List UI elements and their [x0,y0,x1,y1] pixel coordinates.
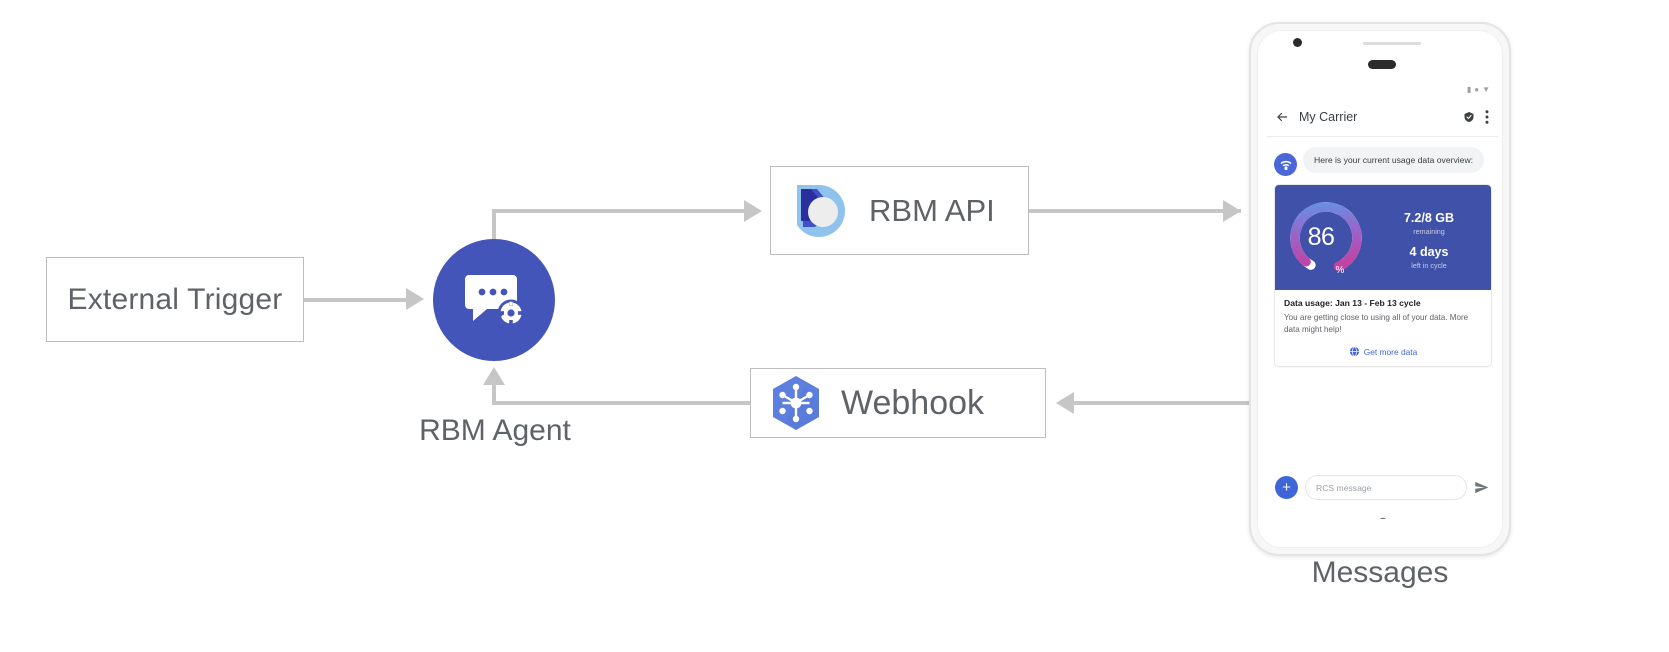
verified-shield-icon [1463,111,1475,123]
android-nav-bar [1266,508,1498,519]
stat-sub-1: left in cycle [1411,260,1447,270]
signal-icon: ▮ [1466,85,1472,94]
globe-icon [1349,347,1359,357]
rcs-message-input[interactable]: RCS message [1305,475,1467,500]
rich-card-stats: 7.2/8 GB remaining 4 days left in cycle [1377,206,1481,270]
rbm-api-label: RBM API [869,192,995,228]
send-icon[interactable] [1474,480,1489,495]
arrowhead-agent-to-rbmapi [744,200,762,222]
connector-agent-to-rbmapi [492,209,744,213]
battery-icon: ▼ [1482,85,1490,94]
phone-caption: Messages [1311,556,1449,589]
wifi-icon: ● [1474,85,1480,94]
rbm-api-node[interactable]: RBM API [770,166,1029,255]
carrier-wifi-avatar-icon [1274,153,1297,176]
webhook-label: Webhook [841,383,985,422]
stat-main-0: 7.2/8 GB [1403,210,1455,225]
nav-recents-icon[interactable] [1439,514,1447,519]
back-arrow-icon[interactable] [1275,110,1289,124]
external-trigger-label: External Trigger [67,282,283,316]
connector-agent-up [492,209,496,255]
stat-main-1: 4 days [1409,244,1449,259]
connector-phone-to-webhook [1074,401,1254,405]
rich-card-body: Data usage: Jan 13 - Feb 13 cycle You ar… [1275,290,1491,339]
connector-agent-bottom [492,385,496,403]
arrowhead-rbmapi-to-phone [1223,200,1241,222]
app-bar: My Carrier [1266,98,1498,137]
get-more-data-label: Get more data [1363,346,1418,357]
message-composer: + RCS message [1266,467,1498,508]
rich-card[interactable]: 86 % 7.2/8 GB remaining 4 days le [1274,184,1492,368]
more-vert-icon[interactable] [1485,110,1489,124]
phone-mockup: ▮ ● ▼ My Carrier [1249,22,1511,556]
arrowhead-phone-to-webhook [1056,392,1074,414]
rich-card-media: 86 % 7.2/8 GB remaining 4 days le [1275,185,1491,290]
phone-camera-icon [1293,38,1302,47]
arrowhead-webhook-to-agent [483,367,505,385]
app-bar-title: My Carrier [1299,110,1358,124]
connector-trigger-to-agent [304,298,406,302]
webhook-hexagon-icon [773,376,819,430]
phone-screen: ▮ ● ▼ My Carrier [1266,82,1498,519]
status-bar: ▮ ● ▼ [1266,82,1498,98]
stat-days-left: 4 days left in cycle [1377,245,1481,270]
rich-card-title: Data usage: Jan 13 - Feb 13 cycle [1284,298,1421,308]
phone-earpiece-icon [1363,42,1421,45]
intro-message-bubble: Here is your current usage data overview… [1303,147,1485,174]
add-icon[interactable]: + [1275,476,1298,499]
stat-sub-0: remaining [1413,226,1445,236]
nav-home-icon[interactable] [1378,514,1388,519]
phone-speaker-icon [1368,60,1396,69]
rbm-agent-caption: RBM Agent [419,414,571,447]
rbm-agent-node[interactable] [433,239,555,361]
webhook-node[interactable]: Webhook [750,368,1046,438]
stat-data-remaining: 7.2/8 GB remaining [1377,211,1481,236]
external-trigger-node[interactable]: External Trigger [46,257,304,342]
rbm-api-logo-icon [797,184,845,237]
arrowhead-trigger-to-agent [406,288,424,310]
rich-card-description: You are getting close to using all of yo… [1284,313,1469,334]
connector-webhook-to-agent [492,401,750,405]
data-usage-gauge: 86 % [1283,195,1369,281]
chat-gear-icon [465,275,525,327]
get-more-data-button[interactable]: Get more data [1275,339,1491,366]
conversation-area: Here is your current usage data overview… [1266,137,1498,467]
connector-rbmapi-to-phone [1029,209,1241,213]
agent-message-row: Here is your current usage data overview… [1274,147,1490,176]
nav-back-icon[interactable] [1318,514,1327,519]
